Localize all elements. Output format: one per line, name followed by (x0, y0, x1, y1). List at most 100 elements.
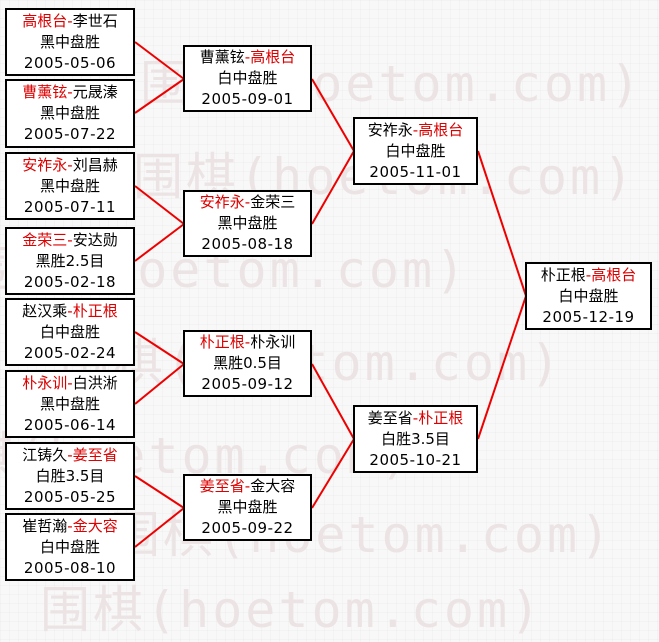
player1-name: 安祚永 (199, 193, 245, 211)
match-players: 姜至省-朴正根 (368, 408, 463, 429)
match-date: 2005-09-12 (201, 375, 294, 393)
player-separator: - (244, 477, 251, 495)
match-box-r1m3: 安祚永-刘昌赫 黑中盘胜 2005-07-11 (5, 152, 135, 220)
player2-name: 朴正根 (418, 408, 464, 427)
match-date: 2005-07-22 (23, 125, 117, 143)
match-result: 白中盘胜 (39, 537, 100, 556)
player-separator: - (67, 83, 73, 101)
player1-name: 曹薰铉 (199, 48, 245, 66)
player1-name: 朴永训 (22, 373, 68, 392)
player1-name: 安祚永 (22, 155, 68, 174)
player2-name: 高根台 (250, 48, 296, 66)
player2-name: 高根台 (591, 265, 637, 284)
player2-name: 朴正根 (72, 301, 118, 320)
player1-name: 金荣三 (22, 230, 68, 249)
match-date: 2005-11-01 (369, 162, 462, 181)
match-date: 2005-09-22 (201, 519, 294, 537)
player1-name: 安祚永 (367, 120, 413, 139)
player2-name: 朴永训 (250, 333, 296, 351)
match-date: 2005-09-01 (201, 90, 294, 108)
match-players: 崔哲瀚-金大容 (22, 516, 117, 537)
match-players: 朴正根-高根台 (541, 265, 636, 286)
player1-name: 崔哲瀚 (22, 516, 68, 535)
player-separator: - (244, 193, 251, 211)
match-box-r1m7: 江铸久-姜至省 白胜3.5目 2005-05-25 (5, 442, 135, 510)
match-players: 江铸久-姜至省 (22, 445, 117, 466)
match-date: 2005-08-18 (201, 235, 294, 253)
match-result: 黑中盘胜 (39, 104, 100, 122)
match-box-r1m6: 朴永训-白洪淅 黑中盘胜 2005-06-14 (5, 370, 135, 438)
player2-name: 刘昌赫 (72, 155, 118, 174)
match-players: 曹薰铉-元晟溱 (22, 82, 117, 103)
player2-name: 元晟溱 (72, 83, 118, 101)
player1-name: 曹薰铉 (22, 83, 68, 101)
player-separator: - (67, 301, 73, 320)
player-separator: - (67, 155, 73, 174)
match-box-r1m2: 曹薰铉-元晟溱 黑中盘胜 2005-07-22 (5, 79, 135, 148)
match-date: 2005-06-14 (23, 415, 117, 434)
match-date: 2005-10-21 (369, 450, 462, 469)
player2-name: 高根台 (418, 120, 464, 139)
player1-name: 赵汉乘 (22, 301, 68, 320)
player1-name: 高根台 (22, 11, 68, 30)
player-separator: - (67, 11, 73, 30)
player1-name: 姜至省 (367, 408, 413, 427)
match-box-r2m3: 朴正根-朴永训 黑胜0.5目 2005-09-12 (183, 330, 312, 397)
player1-name: 姜至省 (199, 477, 245, 495)
match-result: 白胜3.5目 (35, 466, 105, 485)
match-result: 黑胜0.5目 (213, 354, 282, 372)
player-separator: - (67, 373, 73, 392)
match-result: 白中盘胜 (558, 286, 619, 305)
match-result: 黑中盘胜 (217, 214, 278, 232)
match-players: 姜至省-金大容 (200, 476, 295, 497)
match-box-r1m4: 金荣三-安达勋 黑胜2.5目 2005-02-18 (5, 227, 135, 295)
match-result: 黑中盘胜 (39, 32, 100, 51)
match-date: 2005-12-19 (542, 307, 635, 326)
player2-name: 安达勋 (72, 230, 118, 249)
player-separator: - (244, 48, 251, 66)
player2-name: 李世石 (72, 11, 118, 30)
player2-name: 白洪淅 (72, 373, 118, 392)
match-players: 安祚永-刘昌赫 (22, 155, 117, 176)
match-players: 安祚永-高根台 (368, 120, 463, 141)
match-result: 黑中盘胜 (39, 394, 100, 413)
match-result: 白中盘胜 (385, 141, 446, 160)
match-result: 白中盘胜 (217, 69, 278, 87)
match-box-semifinal-1: 安祚永-高根台 白中盘胜 2005-11-01 (353, 117, 478, 185)
match-box-r1m5: 赵汉乘-朴正根 白中盘胜 2005-02-24 (5, 298, 135, 366)
match-box-semifinal-2: 姜至省-朴正根 白胜3.5目 2005-10-21 (353, 405, 478, 473)
match-box-r1m1: 高根台-李世石 黑中盘胜 2005-05-06 (5, 8, 135, 76)
match-players: 高根台-李世石 (22, 11, 117, 32)
player-separator: - (412, 120, 419, 139)
player-separator: - (67, 230, 73, 249)
match-players: 曹薰铉-高根台 (200, 47, 295, 68)
player-separator: - (67, 445, 73, 464)
match-result: 黑中盘胜 (217, 498, 278, 516)
player1-name: 江铸久 (22, 445, 68, 464)
match-result: 白胜3.5目 (381, 429, 450, 448)
player1-name: 朴正根 (199, 333, 245, 351)
bracket-connectors (134, 41, 527, 548)
match-box-r2m1: 曹薰铉-高根台 白中盘胜 2005-09-01 (183, 45, 312, 112)
player-separator: - (585, 265, 592, 284)
match-date: 2005-02-24 (23, 343, 117, 362)
match-date: 2005-05-06 (23, 53, 117, 72)
match-box-r1m8: 崔哲瀚-金大容 白中盘胜 2005-08-10 (5, 513, 135, 581)
player2-name: 金荣三 (250, 193, 296, 211)
match-players: 朴正根-朴永训 (200, 332, 295, 353)
match-players: 朴永训-白洪淅 (22, 373, 117, 394)
player-separator: - (67, 516, 73, 535)
player2-name: 金大容 (250, 477, 296, 495)
match-date: 2005-08-10 (23, 558, 117, 577)
match-date: 2005-05-25 (23, 487, 117, 506)
match-players: 金荣三-安达勋 (22, 230, 117, 251)
match-box-r2m2: 安祚永-金荣三 黑中盘胜 2005-08-18 (183, 190, 312, 257)
match-result: 黑中盘胜 (39, 176, 100, 195)
match-date: 2005-02-18 (23, 272, 117, 291)
player-separator: - (412, 408, 419, 427)
match-date: 2005-07-11 (23, 197, 117, 216)
match-result: 黑胜2.5目 (35, 251, 105, 270)
match-players: 安祚永-金荣三 (200, 192, 295, 213)
match-box-r2m4: 姜至省-金大容 黑中盘胜 2005-09-22 (183, 474, 312, 541)
